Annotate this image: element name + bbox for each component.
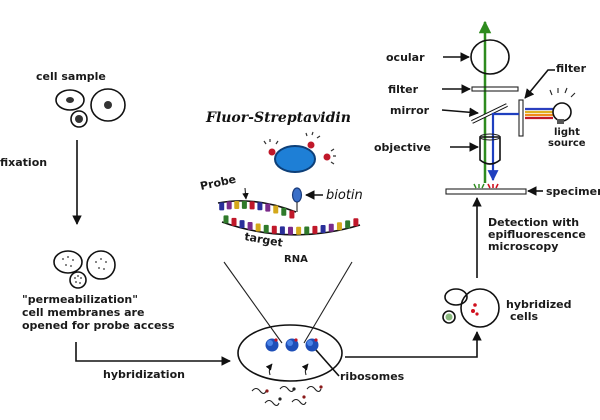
nucleotide-base xyxy=(296,226,302,235)
nucleotide-base xyxy=(328,223,334,232)
nucleotide-base xyxy=(273,205,279,214)
nucleotide-base xyxy=(219,202,225,211)
nucleotide-base xyxy=(271,225,277,234)
nucleotide-base xyxy=(255,223,261,232)
nucleotide-base xyxy=(241,200,247,209)
ribosomes-pointer xyxy=(315,349,340,377)
hybridized-cells-icon xyxy=(442,288,500,328)
target-label: target xyxy=(243,230,283,250)
light-source-line-1: light xyxy=(554,127,580,138)
probe-label: Probe xyxy=(199,173,237,193)
light-source-line-2: source xyxy=(548,138,586,149)
light-bulb-icon xyxy=(549,87,576,124)
free-probes-icon xyxy=(251,385,323,407)
nucleotide-base xyxy=(279,226,285,235)
nucleotide-base xyxy=(289,210,295,219)
nucleotide-base xyxy=(247,221,253,230)
detection-line-2: epifluorescence xyxy=(488,228,586,241)
microscope-diagram: ocular filter mirror objective filter li… xyxy=(374,20,600,198)
fluorophore-icon xyxy=(263,131,336,165)
top-filter xyxy=(471,86,519,92)
filter-top-label: filter xyxy=(388,83,419,96)
permeabilization-line-1: "permeabilization" xyxy=(22,293,138,306)
nucleotide-base xyxy=(234,200,240,209)
permeabilization-line-2: cell membranes are xyxy=(22,306,144,319)
nucleotide-base xyxy=(231,217,237,226)
streptavidin-icon xyxy=(263,131,336,173)
nucleotide-base xyxy=(288,226,293,235)
specimen-slide xyxy=(445,188,527,195)
detection-line-1: Detection with xyxy=(488,216,579,229)
excitation-light-path xyxy=(487,112,519,182)
specimen-label: specimen xyxy=(546,185,600,198)
permeabilized-cells-icon xyxy=(53,250,116,289)
fixation-step: fixation xyxy=(0,140,82,225)
biotin-label: biotin xyxy=(326,188,363,203)
nucleotide-base xyxy=(281,207,287,216)
cell-sample-label: cell sample xyxy=(36,70,106,83)
permeabilization-text: "permeabilization" cell membranes are op… xyxy=(22,293,175,332)
nucleotide-base xyxy=(336,222,342,231)
rna-label: RNA xyxy=(284,254,308,265)
hybridization-label: hybridization xyxy=(103,368,185,381)
cell-sample-group: cell sample xyxy=(36,70,126,128)
fixation-label: fixation xyxy=(0,156,47,169)
nucleotide-base xyxy=(226,201,232,210)
ribosomes-label: ribosomes xyxy=(340,370,405,383)
zoom-line-right xyxy=(303,261,353,344)
cell-with-ribosomes: ribosomes xyxy=(223,261,405,407)
permeabilization-line-3: opened for probe access xyxy=(22,319,175,332)
filter-side-label: filter xyxy=(556,62,587,75)
nucleotide-base xyxy=(345,220,351,229)
cell-outline xyxy=(237,324,343,382)
objective-lens xyxy=(479,136,501,165)
to-hybridized-cells-arrow xyxy=(345,331,482,358)
mirror-label: mirror xyxy=(390,104,430,117)
nucleotide-base xyxy=(320,224,326,233)
hybridized-label-line-1: hybridized xyxy=(506,298,571,311)
nucleotide-base xyxy=(353,218,359,227)
biotin-icon xyxy=(291,187,303,203)
hybridization-arrow xyxy=(75,342,231,366)
nucleotide-base xyxy=(265,203,271,212)
hybridization-step: hybridization xyxy=(75,342,231,381)
hybridized-label-line-2: cells xyxy=(510,310,539,323)
nucleotide-base xyxy=(223,215,229,224)
ribosomes-icon xyxy=(265,338,319,352)
zoom-line-left xyxy=(223,261,283,344)
ocular-label: ocular xyxy=(386,51,425,64)
target-rna-strand xyxy=(221,215,361,236)
nucleotide-base xyxy=(257,202,263,211)
detection-line-3: microscopy xyxy=(488,240,558,253)
objective-label: objective xyxy=(374,141,431,154)
ocular-lens xyxy=(470,39,510,75)
nucleotide-base xyxy=(239,220,245,229)
side-filter xyxy=(518,99,524,137)
nucleotide-base xyxy=(312,225,318,234)
nucleotide-base xyxy=(249,201,255,210)
cell-sample-cells-icon xyxy=(55,88,126,128)
nucleotide-base xyxy=(263,224,269,233)
fluor-streptavidin-title: Fluor-Streptavidin xyxy=(205,110,351,126)
probe-strand xyxy=(217,200,297,219)
nucleotide-base xyxy=(304,226,310,235)
